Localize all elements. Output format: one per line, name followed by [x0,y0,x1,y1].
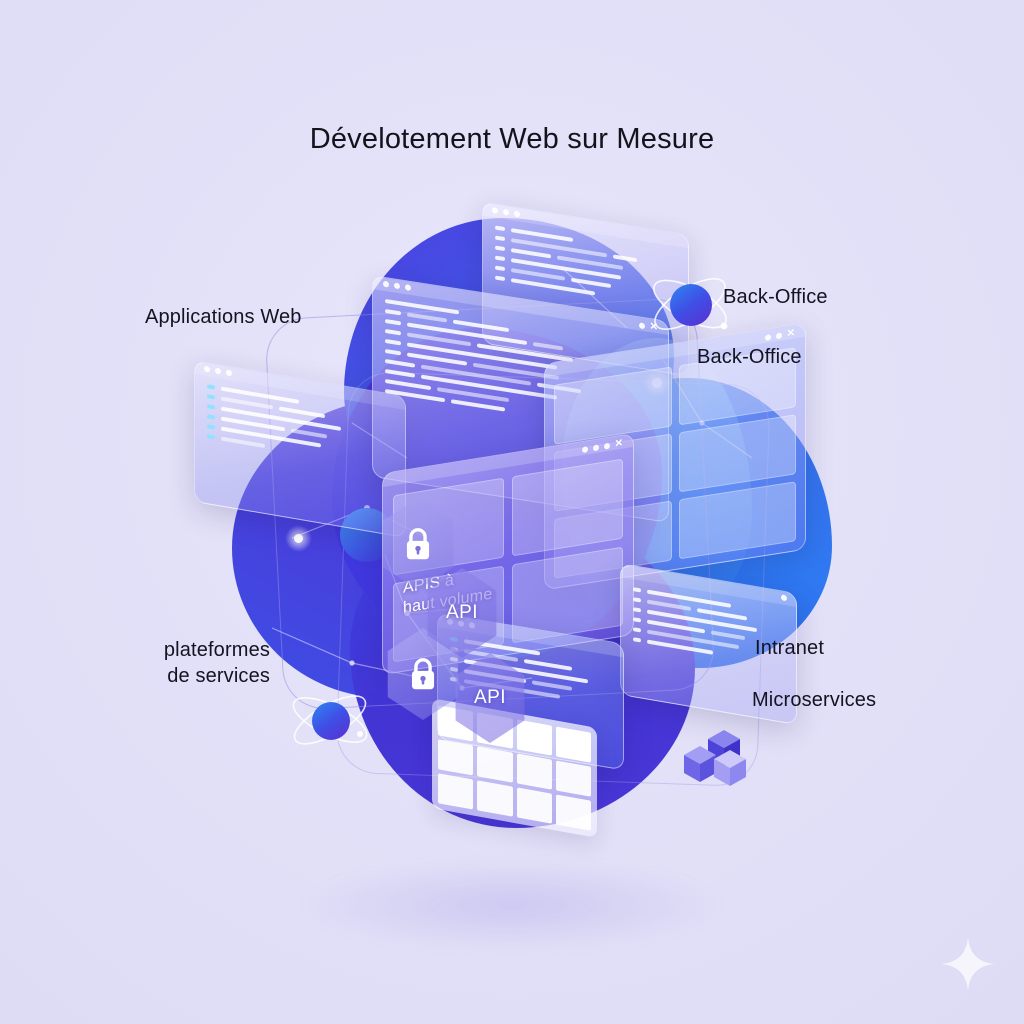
table-cell [555,726,591,763]
window-dot [383,280,389,288]
table-cell [555,794,591,831]
window-dot [226,369,232,377]
dashboard-panel [678,414,796,493]
window-dot [394,282,400,290]
dashboard-panel [554,366,672,445]
window-controls[interactable] [204,365,232,377]
window-dot [592,444,599,452]
label-back-office-1: Back-Office [723,286,828,308]
window-dot [775,332,782,340]
label-microservices: Microservices [752,689,877,711]
lock-icon [406,528,430,560]
table-cell [516,719,552,756]
table-cell [438,773,474,810]
table-cell [516,787,552,824]
window-controls[interactable] [781,594,787,602]
window-dot [492,207,498,214]
close-icon[interactable]: ✕ [786,327,795,340]
hexagon-label: API [445,602,479,623]
table-cell [438,739,474,776]
label-back-office-2: Back-Office [697,346,802,368]
api-card-panel [512,458,623,556]
close-icon[interactable]: ✕ [614,437,623,450]
table-cell [477,780,513,817]
atom-icon-bottom-left [288,678,372,762]
table-cell [477,746,513,783]
label-intranet: Intranet [755,637,825,659]
hexagon-label: API [473,687,507,708]
hexagon-api-1[interactable]: API [427,568,497,658]
window-dot [581,446,588,454]
isometric-cubes-icon [684,730,746,786]
atom-core [312,702,350,740]
window-controls[interactable] [492,207,520,218]
page-title: Dévelotement Web sur Mesure [309,123,715,155]
table-cell [516,753,552,790]
window-dot [204,365,210,373]
window-dot [503,208,509,216]
window-dot [405,284,411,292]
dashboard-panel [678,481,796,560]
window-dot [603,442,610,450]
label-plateformes-de-services: plateformes de services [140,637,270,689]
sparkle-icon [942,938,994,990]
window-dot [514,210,520,218]
ground-shadow [302,860,722,950]
label-line-2: de services [167,665,270,687]
window-dot [215,367,221,375]
table-cell [555,760,591,797]
label-applications-web: Applications Web [145,306,302,328]
atom-core [670,284,712,326]
atom-icon-top-right [648,262,732,346]
cubes-icon [684,728,752,790]
lock-icon [411,658,435,690]
window-dot [764,334,771,342]
window-dot [781,594,787,602]
isometric-artwork: ✕ ✕ [194,201,832,868]
label-line-1: plateformes [163,639,270,661]
window-controls[interactable] [383,280,411,292]
glow-node-left [285,525,312,552]
window-dot [638,322,645,330]
